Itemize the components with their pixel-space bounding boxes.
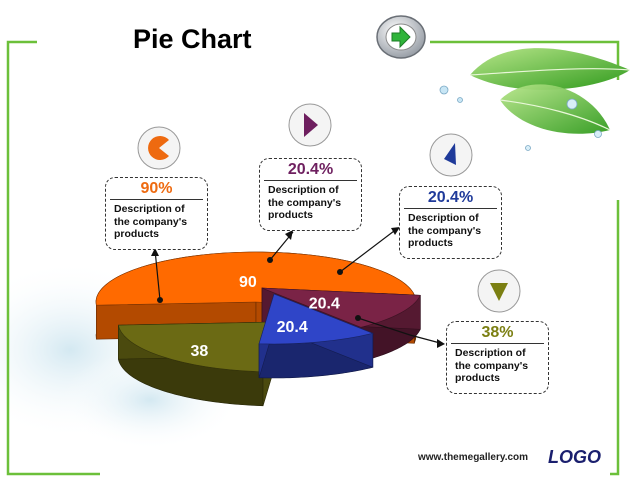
pie-slice-icon xyxy=(477,269,521,313)
pie-value-label: 20.4 xyxy=(277,319,308,336)
callout-box: 20.4% Description of the company's produ… xyxy=(259,158,362,231)
callout-percent: 20.4% xyxy=(404,187,497,209)
pie-value-label: 90 xyxy=(239,274,257,291)
callout-description: Description of the company's products xyxy=(455,347,529,384)
pie-slice-top xyxy=(261,287,421,328)
logo: LOGO xyxy=(548,447,601,467)
pie-value-label: 38 xyxy=(190,343,208,360)
callout-box: 38% Description of the company's product… xyxy=(446,321,549,394)
callout-box: 20.4% Description of the company's produ… xyxy=(399,186,502,259)
footer-url[interactable]: www.themegallery.com xyxy=(418,452,529,463)
pie-slice xyxy=(258,293,374,379)
callout-box: 90% Description of the company's product… xyxy=(105,177,208,250)
pie-slice-top xyxy=(117,321,279,373)
pie-slice-top xyxy=(258,293,374,345)
pie-chart: 90 20.420.4 38 xyxy=(95,251,421,407)
pie-slice-icon xyxy=(429,133,473,177)
callout-percent: 20.4% xyxy=(264,159,357,181)
pie-slice-icon xyxy=(288,103,332,147)
callout-description: Description of the company's products xyxy=(408,212,482,249)
callout-description: Description of the company's products xyxy=(114,203,188,240)
pie-slice xyxy=(117,321,279,407)
arrow-right-icon[interactable] xyxy=(375,14,427,60)
pie-value-label: 20.4 xyxy=(309,296,340,313)
callout-description: Description of the company's products xyxy=(268,184,342,221)
callout-percent: 38% xyxy=(451,322,544,344)
callout-percent: 90% xyxy=(110,178,203,200)
leaf-decoration xyxy=(439,48,631,151)
page-title: Pie Chart xyxy=(133,24,252,54)
connector-dots xyxy=(157,257,361,321)
pie-slice-icon xyxy=(137,126,181,170)
connector-arrows xyxy=(151,227,445,348)
